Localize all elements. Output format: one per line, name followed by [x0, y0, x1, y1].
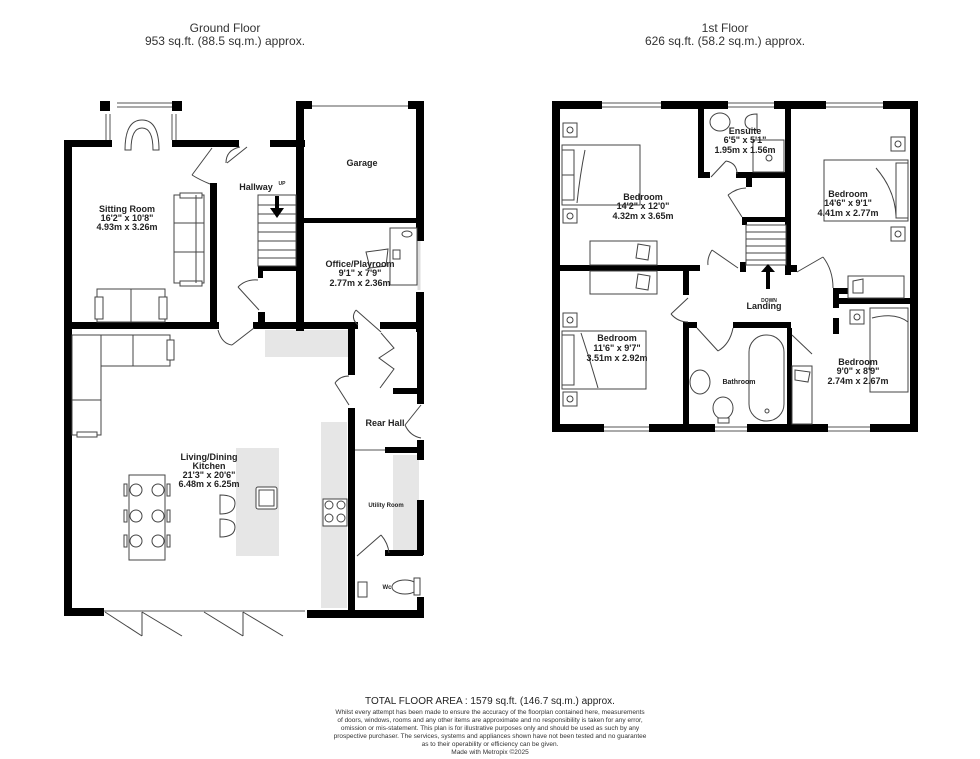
first-floor-furniture: [561, 112, 909, 425]
made-with-credit: Made with Metropix ©2025: [451, 749, 529, 756]
ground-floor-area: 953 sq.ft. (88.5 sq.m.) approx.: [144, 34, 306, 48]
disclaimer-line: of doors, windows, rooms and any other i…: [337, 717, 643, 724]
wc-name: Wc: [383, 585, 393, 591]
sitting-room-imperial: 16'2" x 10'8": [101, 213, 154, 223]
first-floor-walls: [552, 101, 918, 432]
ground-floor-plan: Sitting Room 16'2" x 10'8" 4.93m x 3.26m…: [64, 101, 424, 637]
sitting-room-name: Sitting Room: [99, 204, 155, 214]
first-floor-name: 1st Floor: [701, 21, 749, 35]
disclaimer-line: as to their operability or efficiency ca…: [421, 741, 559, 748]
disclaimer-line: omission or mis-statement. This plan is …: [340, 725, 640, 732]
stair-arrow-up-icon: [761, 264, 775, 289]
bedroom4-metric: 2.74m x 2.67m: [827, 376, 888, 386]
ensuite-name: Ensuite: [729, 126, 762, 136]
living-imperial: 21'3" x 20'6": [183, 470, 236, 480]
footer: TOTAL FLOOR AREA : 1579 sq.ft. (146.7 sq…: [320, 696, 660, 757]
furniture: [71, 119, 421, 598]
ground-floor-name: Ground Floor: [189, 21, 261, 35]
living-metric: 6.48m x 6.25m: [178, 479, 239, 489]
bedroom4-imperial: 9'0" x 8'9": [837, 366, 880, 376]
first-floor-area: 626 sq.ft. (58.2 sq.m.) approx.: [644, 34, 806, 48]
doors: [104, 146, 422, 637]
garage-name: Garage: [346, 158, 377, 168]
living-name: Living/Dining: [181, 452, 238, 462]
landing-name: Landing: [747, 301, 782, 311]
rear-hall-name: Rear Hall: [365, 418, 404, 428]
first-floor-plan: Bedroom 14'2" x 12'0" 4.32m x 3.65m Ensu…: [552, 101, 918, 432]
living-name-2: Kitchen: [192, 461, 225, 471]
ground-floor-title: Ground Floor 953 sq.ft. (88.5 sq.m.) app…: [120, 22, 330, 48]
staircase-first-floor: [745, 224, 787, 266]
office-metric: 2.77m x 2.36m: [329, 278, 390, 288]
bathroom-name: Bathroom: [722, 379, 755, 386]
bedroom4-name: Bedroom: [838, 357, 878, 367]
bedroom3-metric: 3.51m x 2.92m: [586, 353, 647, 363]
stair-arrow-down-icon: [270, 196, 284, 218]
bedroom3-name: Bedroom: [597, 333, 637, 343]
bedroom2-metric: 4.41m x 2.77m: [817, 208, 878, 218]
bedroom3-imperial: 11'6" x 9'7": [593, 343, 640, 353]
hallway-stair-note: UP: [279, 181, 287, 187]
ensuite-metric: 1.95m x 1.56m: [714, 145, 775, 155]
office-imperial: 9'1" x 7'9": [339, 268, 382, 278]
first-floor-doors: [670, 160, 834, 355]
bedroom1-imperial: 14'2" x 12'0": [617, 201, 670, 211]
utility-room-name: Utility Room: [368, 503, 403, 509]
bedroom1-name: Bedroom: [623, 192, 663, 202]
first-floor-title: 1st Floor 626 sq.ft. (58.2 sq.m.) approx…: [620, 22, 830, 48]
bedroom2-imperial: 14'6" x 9'1": [824, 198, 872, 208]
disclaimer-line: Whilst every attempt has been made to en…: [335, 709, 645, 716]
sitting-room-metric: 4.93m x 3.26m: [96, 222, 157, 232]
disclaimer-line: prospective purchaser. The services, sys…: [333, 733, 647, 740]
bedroom2-name: Bedroom: [828, 189, 868, 199]
bedroom1-metric: 4.32m x 3.65m: [612, 211, 673, 221]
ensuite-imperial: 6'5" x 5'1": [724, 135, 767, 145]
ground-floor-walls: [64, 101, 424, 618]
landing-stair-note: DOWN: [761, 298, 777, 304]
office-name: Office/Playroom: [325, 259, 394, 269]
hallway-name: Hallway: [239, 182, 273, 192]
total-floor-area: TOTAL FLOOR AREA : 1579 sq.ft. (146.7 sq…: [365, 696, 615, 707]
